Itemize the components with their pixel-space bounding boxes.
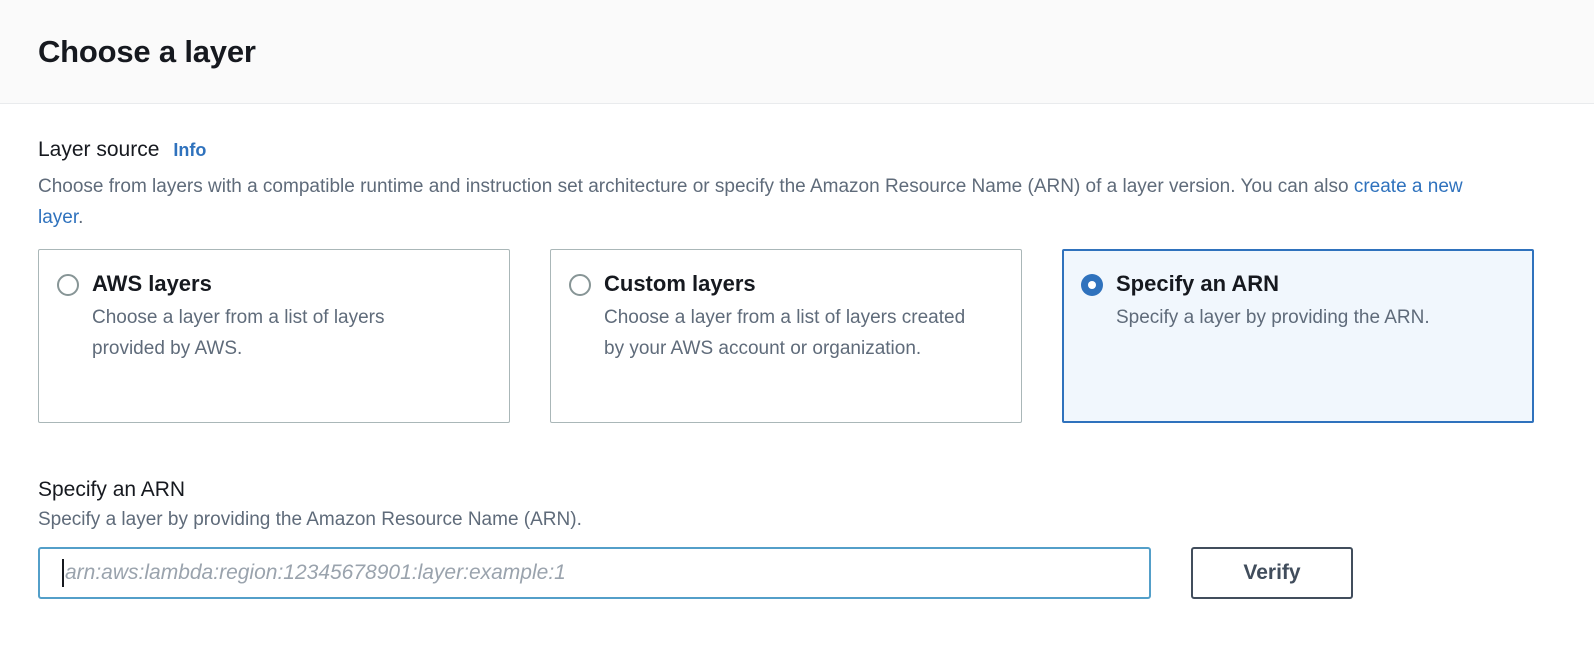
radio-icon-specify-an-arn[interactable] xyxy=(1081,274,1103,296)
text-caret xyxy=(62,559,64,587)
create-a-new-layer-link[interactable]: create a new layer xyxy=(38,176,1463,228)
arn-section-label: Specify an ARN xyxy=(38,478,186,501)
radio-tile-custom-layers-text: Custom layers Choose a layer from a list… xyxy=(604,269,974,422)
arn-input-wrapper xyxy=(38,547,1151,599)
arn-section-description: Specify a layer by providing the Amazon … xyxy=(38,509,582,530)
radio-tile-aws-layers-title: AWS layers xyxy=(92,271,212,296)
layer-source-label: Layer source xyxy=(38,138,160,161)
modal-body: Layer source Info Choose from layers wit… xyxy=(0,104,1594,599)
page-title: Choose a layer xyxy=(38,33,256,69)
layer-source-radio-group: AWS layers Choose a layer from a list of… xyxy=(38,249,1556,423)
radio-tile-custom-layers-title: Custom layers xyxy=(604,271,756,296)
arn-input[interactable] xyxy=(38,547,1151,599)
info-link[interactable]: Info xyxy=(173,140,207,160)
radio-icon-aws-layers[interactable] xyxy=(57,274,79,296)
radio-tile-specify-an-arn-text: Specify an ARN Specify a layer by provid… xyxy=(1116,269,1430,421)
radio-tile-specify-an-arn-title: Specify an ARN xyxy=(1116,271,1280,296)
radio-tile-custom-layers-description: Choose a layer from a list of layers cre… xyxy=(604,307,966,359)
radio-tile-aws-layers-description: Choose a layer from a list of layers pro… xyxy=(92,307,385,359)
layer-source-description: Choose from layers with a compatible run… xyxy=(38,171,1478,233)
layer-source-description-text-1: Choose from layers with a compatible run… xyxy=(38,176,1354,197)
radio-tile-specify-an-arn-description: Specify a layer by providing the ARN. xyxy=(1116,307,1430,328)
radio-tile-aws-layers[interactable]: AWS layers Choose a layer from a list of… xyxy=(38,249,510,423)
radio-icon-custom-layers[interactable] xyxy=(569,274,591,296)
arn-section: Specify an ARN Specify a layer by provid… xyxy=(38,478,1556,599)
arn-input-row: Verify xyxy=(38,547,1556,599)
layer-source-description-text-2: . xyxy=(78,207,84,228)
radio-tile-custom-layers[interactable]: Custom layers Choose a layer from a list… xyxy=(550,249,1022,423)
radio-tile-aws-layers-text: AWS layers Choose a layer from a list of… xyxy=(92,269,462,422)
radio-tile-specify-an-arn[interactable]: Specify an ARN Specify a layer by provid… xyxy=(1062,249,1534,423)
modal-header: Choose a layer xyxy=(0,0,1594,104)
verify-button[interactable]: Verify xyxy=(1191,547,1353,599)
layer-source-label-row: Layer source Info xyxy=(38,138,1556,162)
